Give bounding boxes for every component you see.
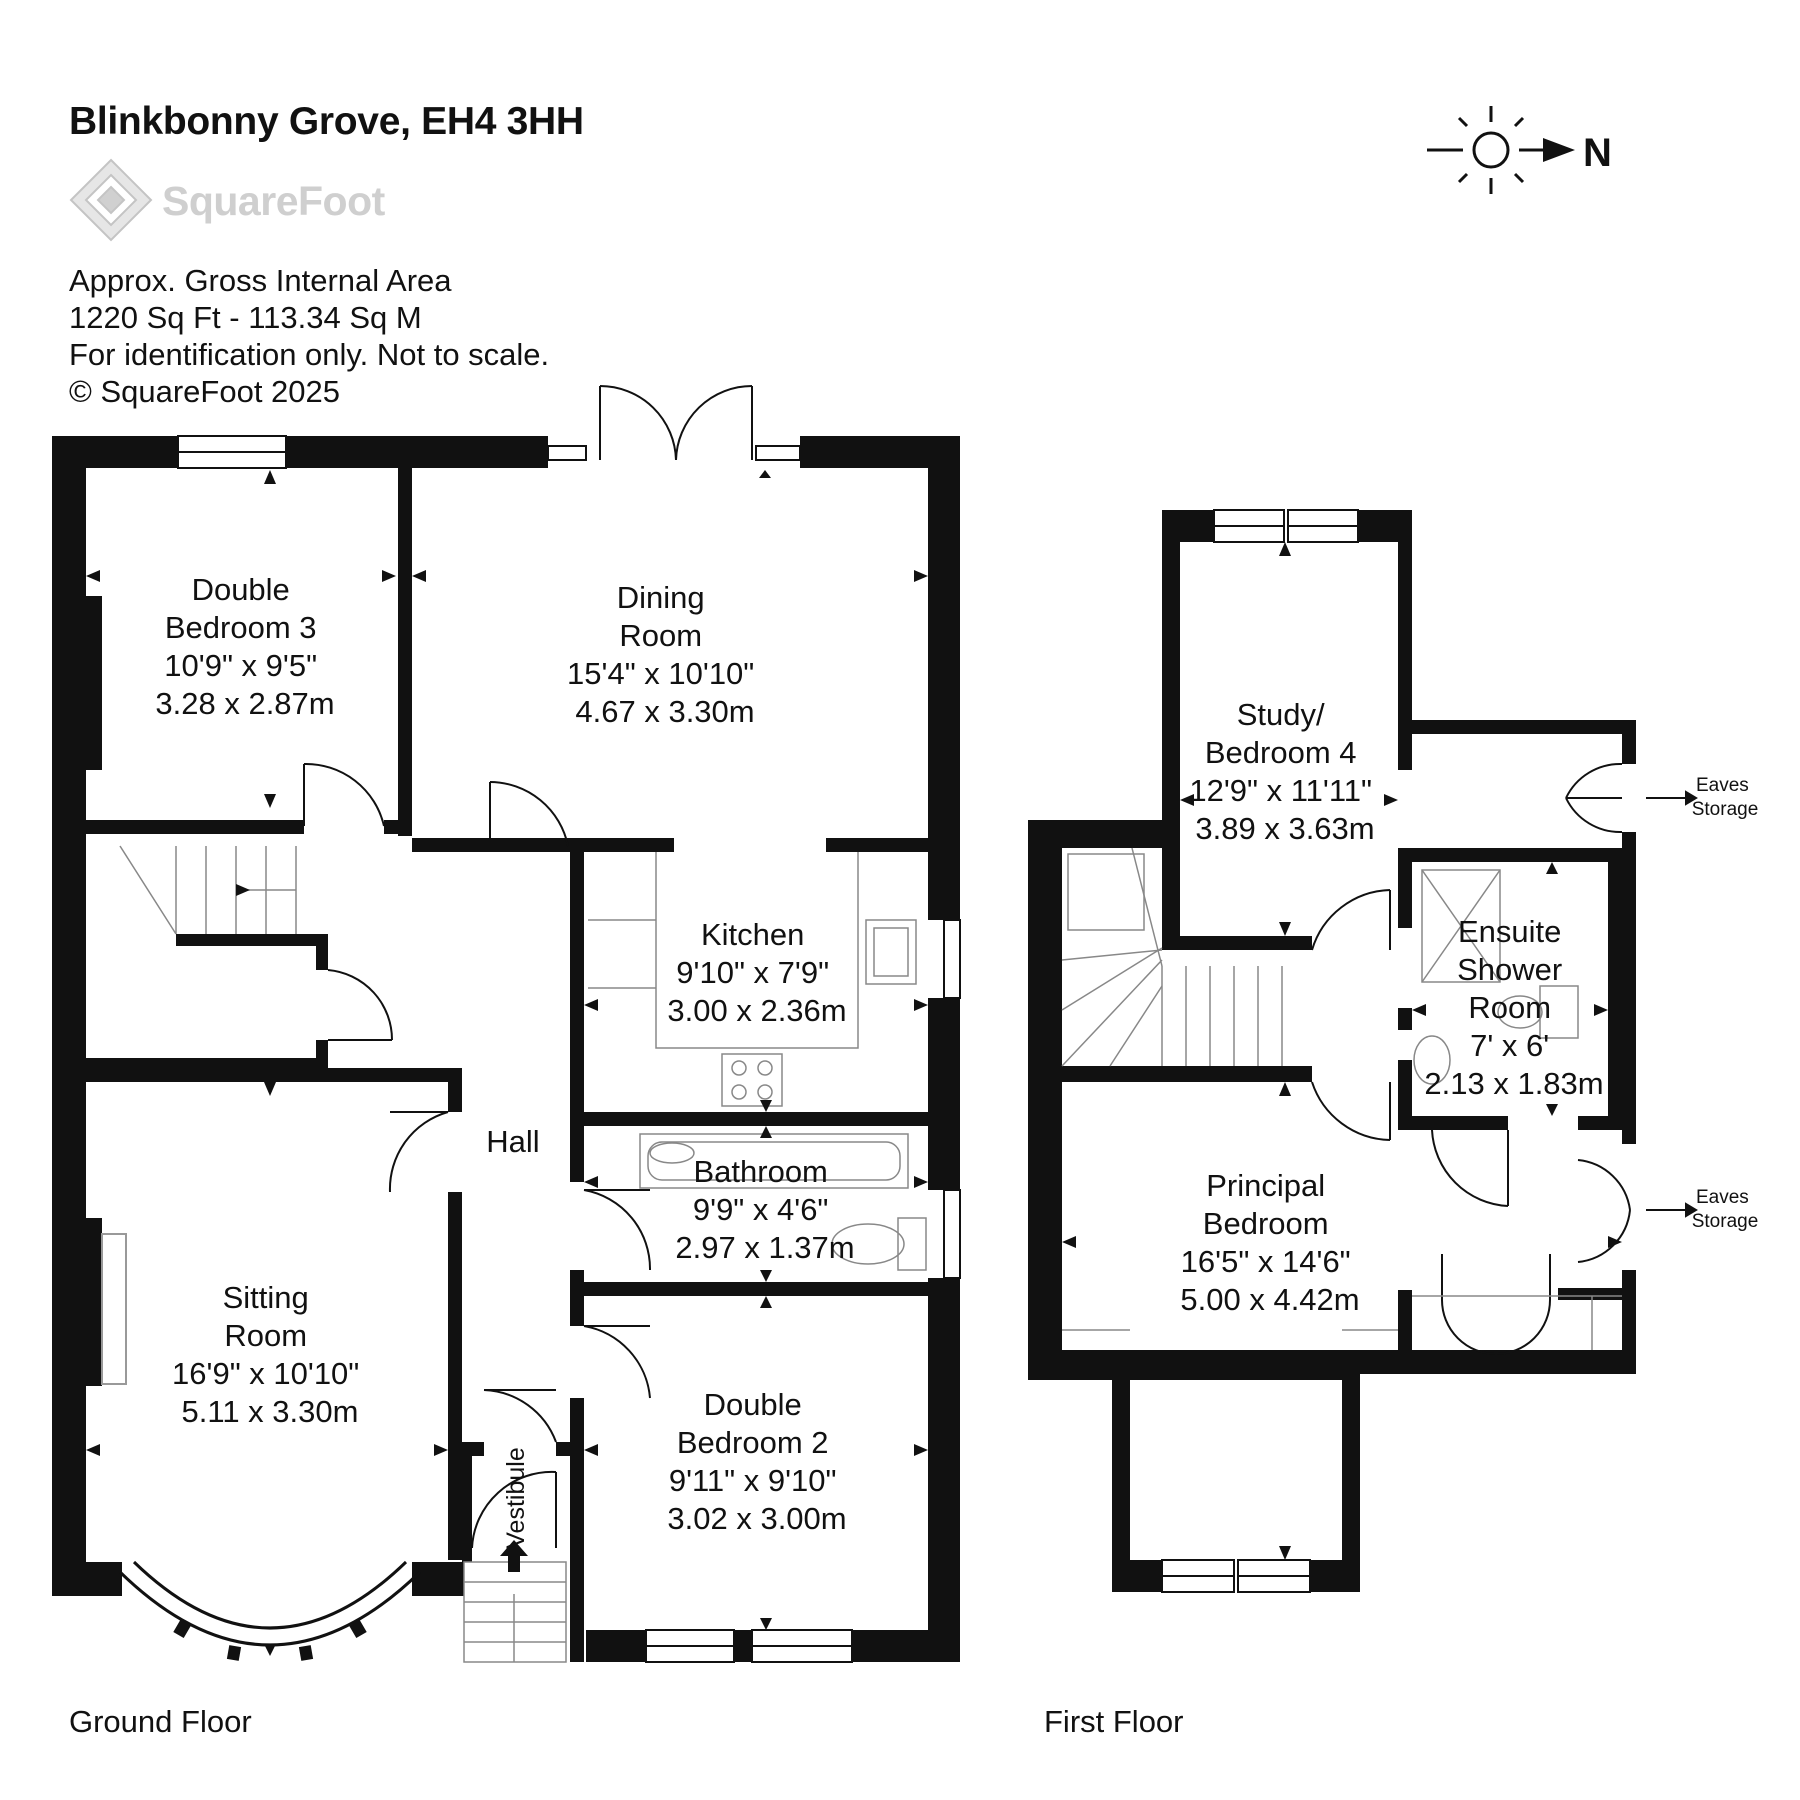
page-title: Blinkbonny Grove, EH4 3HH bbox=[69, 100, 584, 143]
eaves-label-line: Eaves bbox=[1696, 775, 1749, 796]
room-label-line: 16'9" x 10'10" bbox=[172, 1356, 359, 1391]
room-label-line: Kitchen bbox=[701, 917, 804, 952]
room-label-bathroom: Bathroom 9'9" x 4'6" 2.97 x 1.37m bbox=[675, 1154, 854, 1265]
eaves-storage-upper-label: Eaves Storage bbox=[1692, 775, 1759, 820]
room-label-line: Bathroom bbox=[693, 1154, 827, 1189]
copyright: © SquareFoot 2025 bbox=[69, 374, 341, 409]
eaves-label-line: Eaves bbox=[1696, 1187, 1749, 1208]
room-label-line: Double bbox=[704, 1387, 802, 1422]
area-value: 1220 Sq Ft - 113.34 Sq M bbox=[69, 300, 422, 335]
room-label-line: Double bbox=[192, 572, 290, 607]
disclaimer: For identification only. Not to scale. bbox=[69, 337, 550, 372]
room-label-line: Bedroom 2 bbox=[677, 1425, 829, 1460]
room-label-line: 5.11 x 3.30m bbox=[182, 1394, 359, 1429]
eaves-storage-lower-label: Eaves Storage bbox=[1692, 1187, 1759, 1232]
room-label-hall: Hall bbox=[486, 1124, 539, 1159]
room-label-line: 10'9" x 9'5" bbox=[164, 648, 317, 683]
room-label-line: 9'11" x 9'10" bbox=[669, 1463, 837, 1498]
brand-name: SquareFoot bbox=[162, 178, 385, 224]
room-label-line: Vestibule bbox=[502, 1447, 530, 1548]
room-label-line: Room bbox=[619, 618, 702, 653]
room-label-line: 7' x 6' bbox=[1470, 1028, 1549, 1063]
room-label-line: 2.97 x 1.37m bbox=[675, 1230, 854, 1265]
room-label-line: Principal bbox=[1206, 1168, 1325, 1203]
eaves-label-line: Storage bbox=[1692, 1211, 1759, 1232]
room-label-line: Ensuite bbox=[1458, 914, 1561, 949]
room-label-line: 9'9" x 4'6" bbox=[693, 1192, 829, 1227]
north-label: N bbox=[1583, 131, 1612, 175]
room-label-sitting-room: Sitting Room 16'9" x 10'10" 5.11 x 3.30m bbox=[172, 1280, 368, 1429]
room-label-bedroom-3: Double Bedroom 3 10'9" x 9'5" 3.28 x 2.8… bbox=[155, 572, 334, 721]
eaves-label-line: Storage bbox=[1692, 799, 1759, 820]
room-label-kitchen: Kitchen 9'10" x 7'9" 3.00 x 2.36m bbox=[667, 917, 846, 1028]
room-label-line: 16'5" x 14'6" bbox=[1181, 1244, 1351, 1279]
area-info: Approx. Gross Internal Area 1220 Sq Ft -… bbox=[69, 262, 549, 410]
room-label-line: 3.00 x 2.36m bbox=[667, 993, 846, 1028]
room-label-line: 3.28 x 2.87m bbox=[155, 686, 334, 721]
room-label-dining-room: Dining Room 15'4" x 10'10" 4.67 x 3.30m bbox=[567, 580, 763, 729]
first-floor-label: First Floor bbox=[1044, 1704, 1184, 1739]
room-label-line: 5.00 x 4.42m bbox=[1180, 1282, 1359, 1317]
ground-floor-label: Ground Floor bbox=[69, 1704, 252, 1739]
room-label-vestibule: Vestibule bbox=[502, 1447, 530, 1548]
first-floor-plan bbox=[1028, 509, 1698, 1593]
room-label-line: Bedroom 4 bbox=[1205, 735, 1357, 770]
ground-floor-plan bbox=[52, 385, 961, 1663]
room-label-bedroom-2: Double Bedroom 2 9'11" x 9'10" 3.02 x 3.… bbox=[667, 1387, 846, 1536]
room-label-principal-bedroom: Principal Bedroom 16'5" x 14'6" 5.00 x 4… bbox=[1180, 1168, 1359, 1317]
area-label: Approx. Gross Internal Area bbox=[69, 263, 452, 298]
room-label-line: 2.13 x 1.83m bbox=[1424, 1066, 1603, 1101]
room-label-study: Study/ Bedroom 4 12'9" x 11'11" 3.89 x 3… bbox=[1189, 697, 1380, 846]
room-label-line: 4.67 x 3.30m bbox=[575, 694, 754, 729]
room-label-line: Hall bbox=[486, 1124, 539, 1159]
room-label-line: Bedroom bbox=[1203, 1206, 1329, 1241]
room-label-ensuite: Ensuite Shower Room 7' x 6' 2.13 x 1.83m bbox=[1424, 914, 1603, 1101]
room-label-line: 3.02 x 3.00m bbox=[667, 1501, 846, 1536]
compass-sun-icon: N bbox=[1425, 100, 1645, 205]
room-label-line: Room bbox=[1468, 990, 1551, 1025]
room-label-line: Shower bbox=[1457, 952, 1562, 987]
room-label-line: Bedroom 3 bbox=[165, 610, 317, 645]
room-label-line: 9'10" x 7'9" bbox=[676, 955, 829, 990]
room-label-line: Room bbox=[224, 1318, 307, 1353]
room-label-line: Sitting bbox=[223, 1280, 309, 1315]
room-label-line: 12'9" x 11'11" bbox=[1189, 773, 1372, 808]
room-label-line: Study/ bbox=[1237, 697, 1325, 732]
squarefoot-logo-icon bbox=[66, 155, 156, 250]
room-label-line: Dining bbox=[617, 580, 705, 615]
room-label-line: 15'4" x 10'10" bbox=[567, 656, 754, 691]
room-label-line: 3.89 x 3.63m bbox=[1195, 811, 1374, 846]
